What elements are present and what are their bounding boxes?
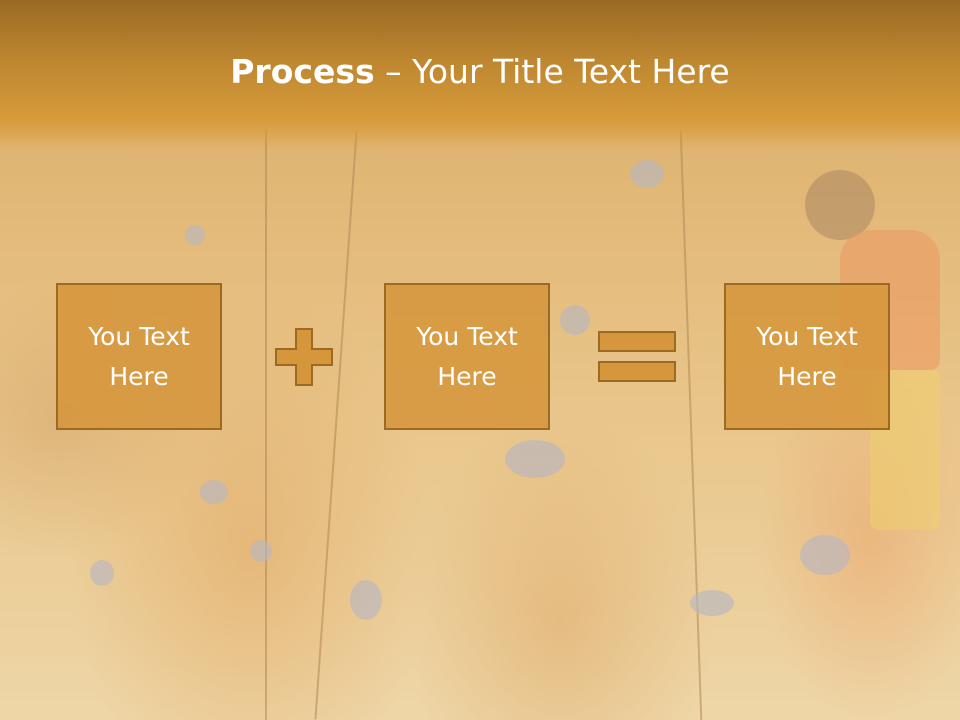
text-box-2[interactable]: You Text Here bbox=[384, 283, 550, 430]
title-rest: – Your Title Text Here bbox=[374, 52, 730, 91]
title-bold: Process bbox=[230, 52, 375, 91]
climber-head bbox=[805, 170, 875, 240]
climbing-hold bbox=[630, 160, 664, 188]
text-box-label: You Text Here bbox=[756, 321, 858, 391]
slide-title: Process – Your Title Text Here bbox=[0, 52, 960, 91]
text-box-3[interactable]: You Text Here bbox=[724, 283, 890, 430]
climbing-hold bbox=[200, 480, 228, 504]
climbing-hold bbox=[90, 560, 114, 586]
text-box-label: You Text Here bbox=[416, 321, 518, 391]
plus-icon bbox=[275, 328, 333, 386]
rope bbox=[265, 130, 267, 720]
climbing-hold bbox=[185, 225, 205, 245]
title-band bbox=[0, 0, 960, 150]
climbing-hold bbox=[560, 305, 590, 335]
climbing-hold bbox=[350, 580, 382, 620]
climbing-hold bbox=[690, 590, 734, 616]
climbing-hold bbox=[250, 540, 272, 562]
text-box-1[interactable]: You Text Here bbox=[56, 283, 222, 430]
text-box-label: You Text Here bbox=[88, 321, 190, 391]
climbing-hold bbox=[800, 535, 850, 575]
equals-icon bbox=[598, 331, 676, 382]
climbing-hold bbox=[505, 440, 565, 478]
